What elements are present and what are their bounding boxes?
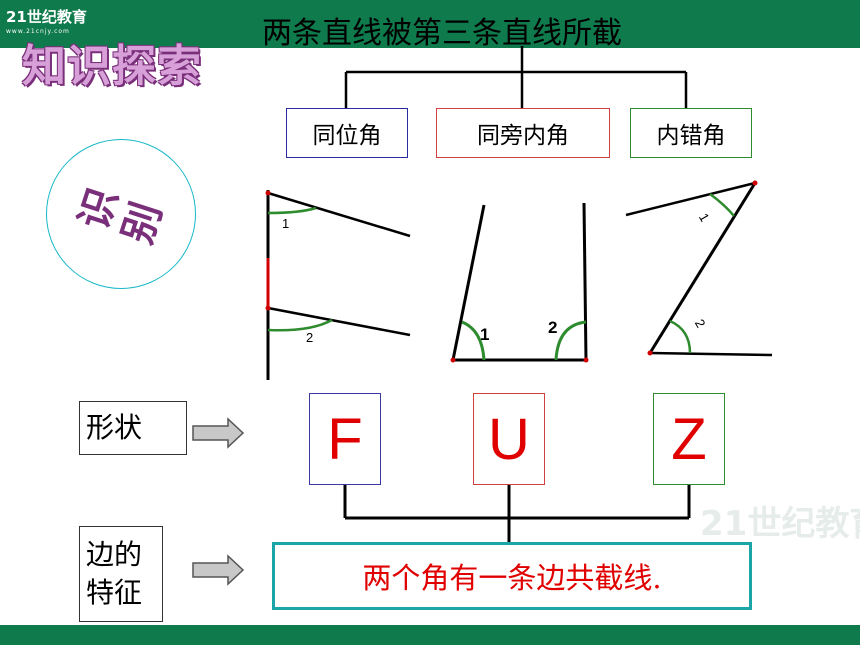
sides-feature-label: 边的 特征 [79, 526, 163, 622]
u-angle-1-label: 1 [480, 325, 489, 344]
arrow-shapes [192, 417, 245, 449]
letter-f-box: F [309, 393, 381, 485]
angle-type-alternate-interior: 内错角 [630, 108, 752, 158]
sides-label-line1: 边的 [86, 538, 143, 571]
f-angle-2-label: 2 [306, 330, 313, 345]
watermark-text: 21世纪教育 [700, 504, 860, 544]
bottom-bracket [343, 483, 691, 545]
letter-z-box: Z [653, 393, 725, 485]
site-logo: 21世纪教育 www.21cnjy.com [6, 6, 87, 35]
shape-label: 形状 [79, 401, 187, 455]
u-diagram: 1 2 [450, 202, 589, 363]
identify-circle: 识别 [46, 139, 196, 289]
arrow-sides [192, 554, 245, 586]
sides-label-line2: 特征 [86, 576, 143, 609]
main-title: 两条直线被第三条直线所截 [262, 16, 622, 51]
bottom-banner [0, 625, 860, 645]
z-angle-1-label: 1 [696, 211, 713, 225]
f-diagram: 1 2 [265, 190, 411, 380]
z-angle-2-label: 2 [692, 317, 709, 331]
logo-text: 21世纪教育 [6, 8, 87, 26]
top-bracket [344, 46, 688, 108]
logo-url: www.21cnjy.com [6, 28, 70, 35]
f-angle-1-label: 1 [282, 216, 289, 231]
angle-type-same-side-interior: 同旁内角 [436, 108, 610, 158]
conclusion-box: 两个角有一条边共截线. [272, 542, 752, 610]
identify-label: 识别 [70, 182, 171, 250]
top-banner: 21世纪教育 www.21cnjy.com [0, 0, 860, 48]
angle-type-corresponding: 同位角 [286, 108, 408, 158]
u-angle-2-label: 2 [548, 318, 557, 337]
z-diagram: 1 2 [625, 180, 773, 357]
letter-u-box: U [473, 393, 545, 485]
section-title: 知识探索 [22, 41, 202, 92]
